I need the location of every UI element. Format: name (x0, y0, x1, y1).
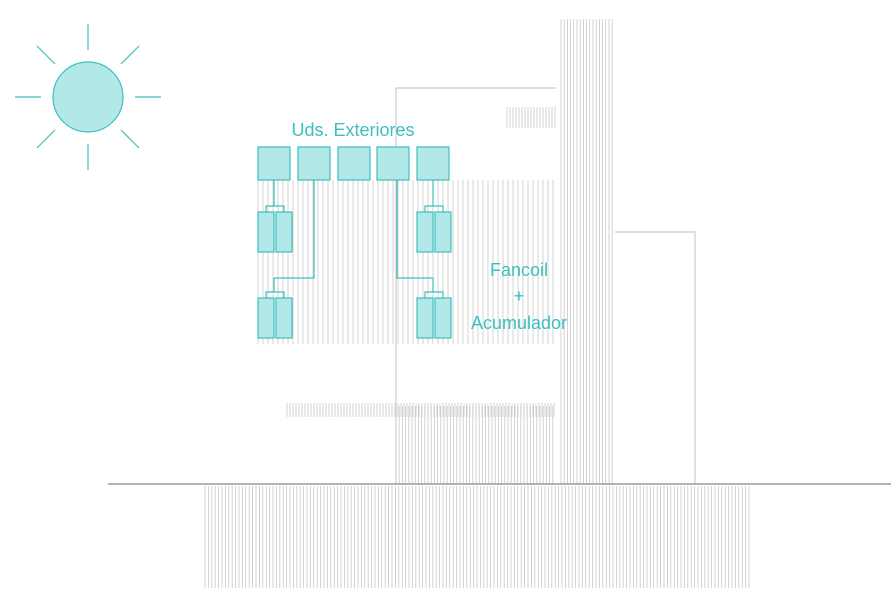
outdoor-unit-3 (337, 146, 371, 181)
accumulator-unit (434, 211, 452, 253)
accumulator-unit (275, 297, 293, 339)
tower-hatch (560, 19, 613, 484)
fancoil-unit (416, 211, 434, 253)
fancoil-label-line2: + (514, 286, 525, 306)
sun-disc (52, 61, 124, 133)
outdoor-units (257, 146, 450, 181)
pipe (396, 180, 434, 292)
fancoil-units (257, 211, 452, 339)
pipe (265, 205, 285, 212)
outdoor-unit-2 (297, 146, 331, 181)
sun-ray (36, 129, 56, 149)
window-hatch-lower (286, 403, 555, 417)
fancoil-unit (416, 297, 434, 339)
building-outline (395, 87, 696, 484)
pipe-connections (265, 180, 444, 298)
outdoor-units-label: Uds. Exteriores (291, 120, 414, 140)
accumulator-unit (275, 211, 293, 253)
outdoor-unit-4 (376, 146, 410, 181)
indoor-unit-pair-1 (257, 211, 293, 253)
fancoil-unit (257, 211, 275, 253)
sun-icon (15, 24, 161, 170)
pipe (424, 291, 444, 298)
pipe (273, 180, 315, 292)
sun-ray (120, 45, 140, 65)
accumulator-unit (434, 297, 452, 339)
upper-volume-outline (395, 87, 556, 484)
pipe (265, 291, 285, 298)
fancoil-label-line1: Fancoil (490, 260, 548, 280)
outdoor-unit-5 (416, 146, 450, 181)
sun-ray (36, 45, 56, 65)
indoor-unit-pair-2 (416, 211, 452, 253)
wall-hatch (395, 406, 554, 484)
fancoil-label-line3: Acumulador (471, 313, 567, 333)
pipe (424, 205, 444, 212)
window-hatch-upper (506, 107, 556, 128)
indoor-unit-pair-4 (416, 297, 452, 339)
sun-ray (120, 129, 140, 149)
fancoil-unit (257, 297, 275, 339)
right-volume-outline (615, 231, 696, 484)
foundation-hatch (204, 486, 750, 588)
indoor-unit-pair-3 (257, 297, 293, 339)
outdoor-unit-1 (257, 146, 291, 181)
